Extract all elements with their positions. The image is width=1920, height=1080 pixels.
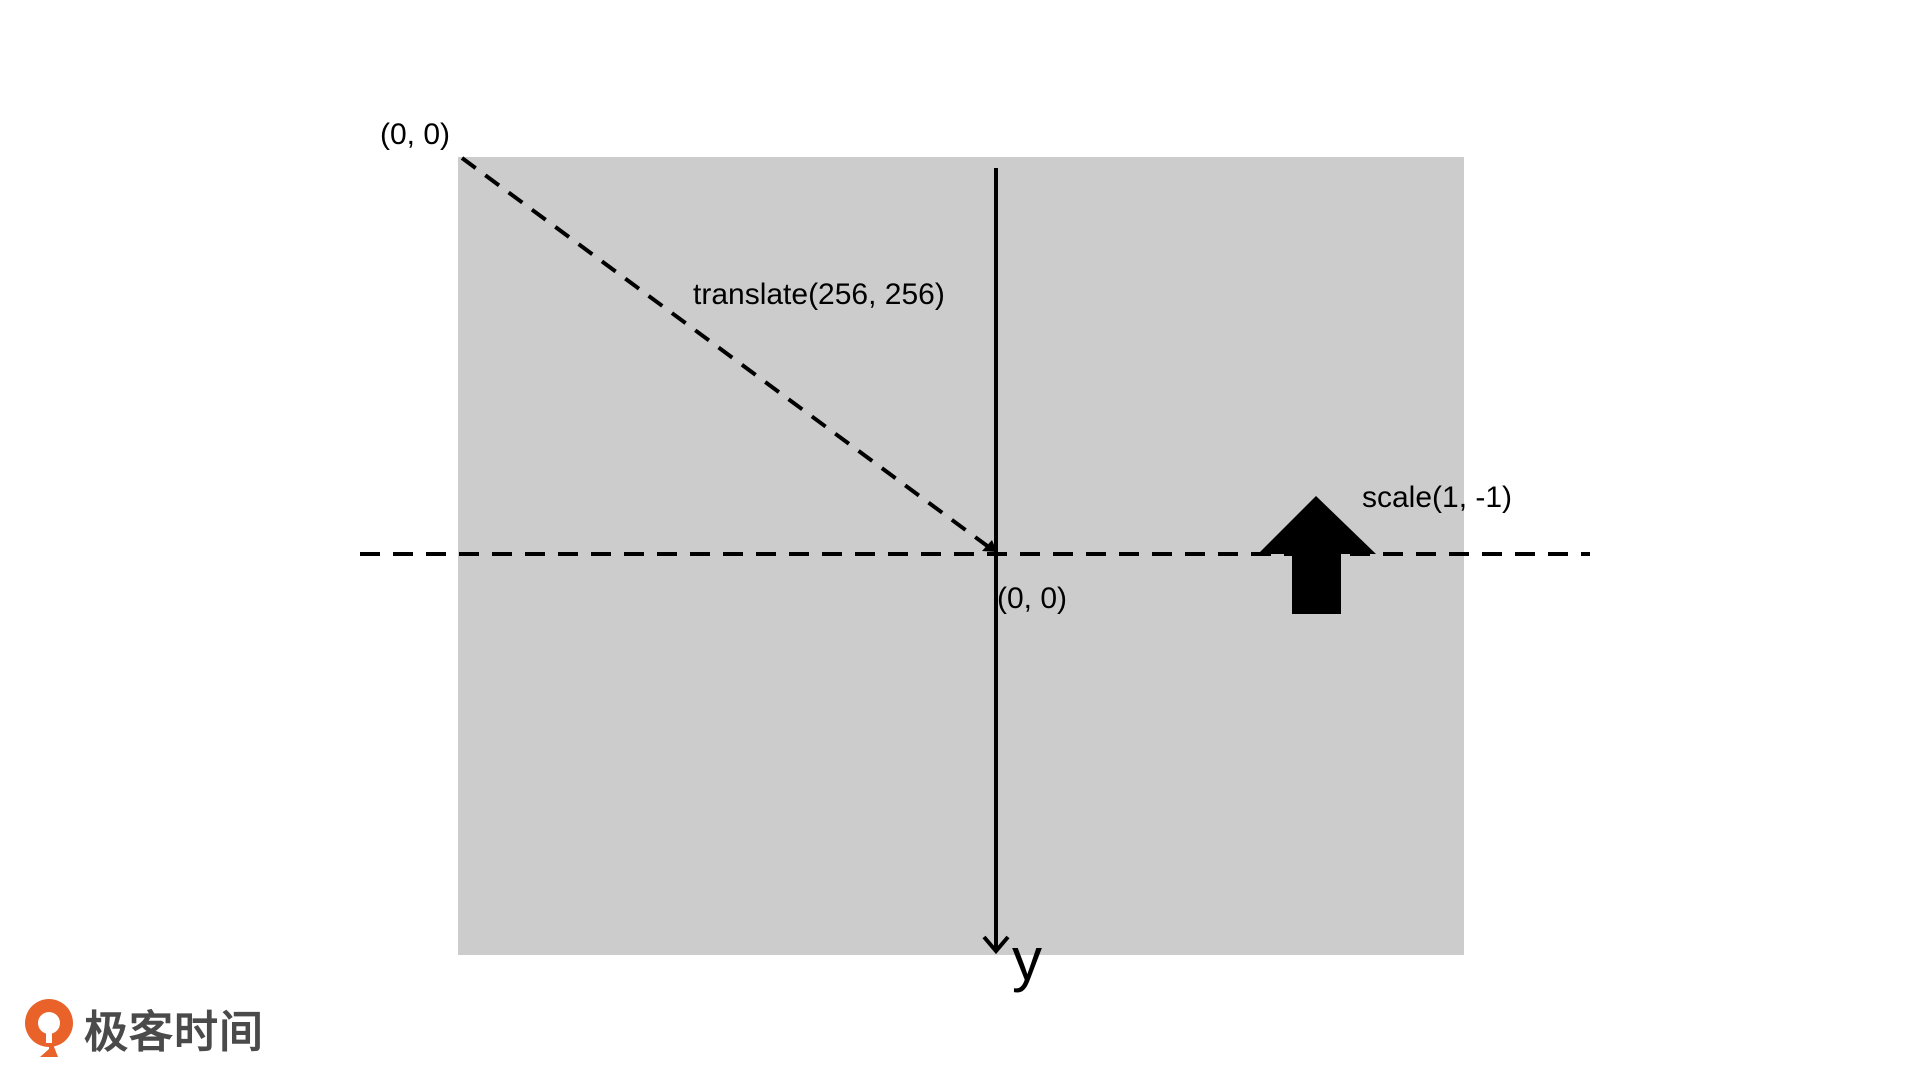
translate-label: translate(256, 256) [693, 278, 945, 311]
translate-dashed-line [460, 156, 992, 550]
y-axis-arrowhead [982, 935, 1010, 955]
y-axis-label: y [1012, 926, 1042, 993]
geektime-logo-icon [22, 997, 76, 1059]
origin-outer-label: (0, 0) [380, 118, 451, 151]
scale-up-arrow-icon [1258, 496, 1376, 614]
scale-label: scale(1, -1) [1362, 481, 1513, 514]
origin-inner-label: (0, 0) [997, 582, 1068, 615]
logo-text: 极客时间 [84, 1007, 264, 1058]
translate-arrowhead [982, 540, 997, 552]
brand-logo: 极客时间 [22, 997, 264, 1059]
